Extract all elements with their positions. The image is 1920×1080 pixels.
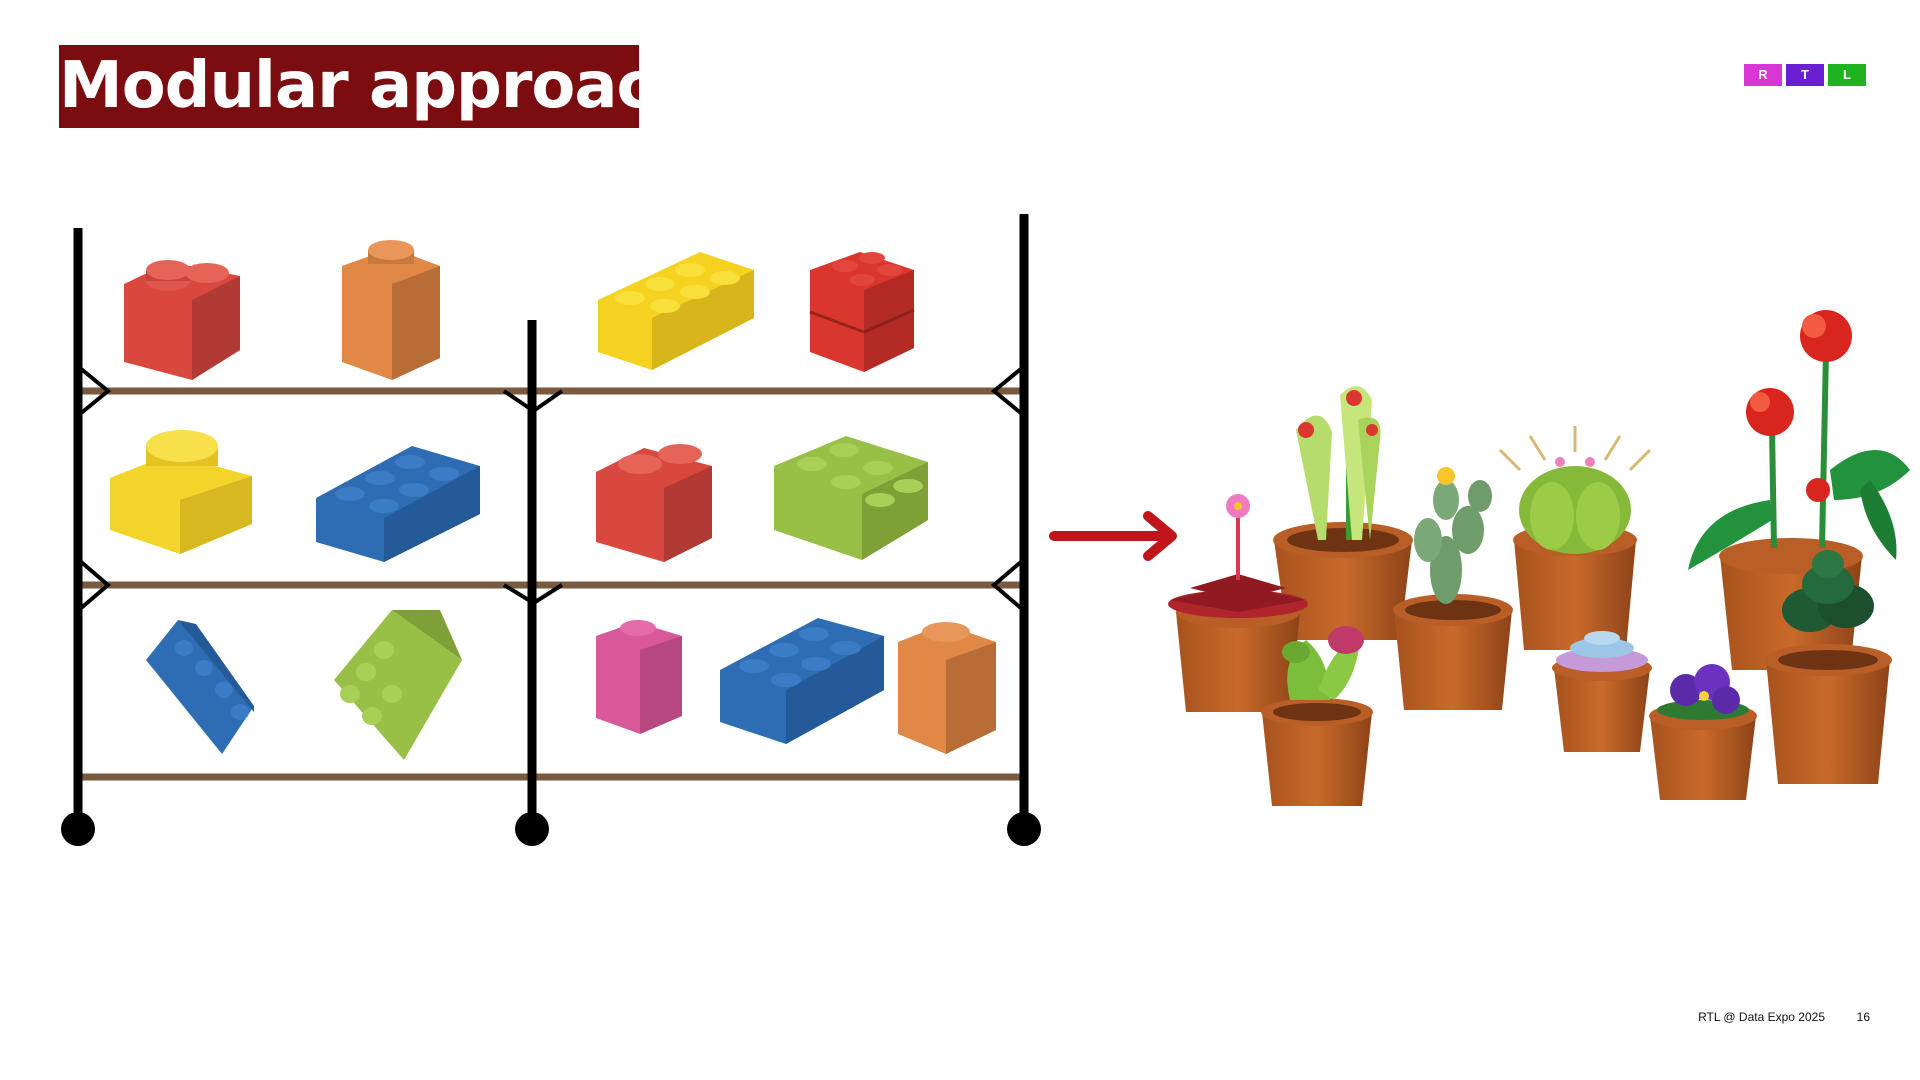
rack-wheels: [61, 812, 1041, 846]
green-tilted-brick: [334, 610, 462, 760]
pink-brick: [596, 620, 682, 734]
red-brick: [596, 444, 712, 562]
venus-flytrap-pot: [1261, 626, 1373, 806]
yellow-round-brick: [110, 430, 252, 554]
blue-tilted-brick: [146, 620, 254, 754]
green-brick: [774, 436, 928, 560]
slide-title: Modular approach: [59, 45, 699, 128]
orange-brick: [342, 240, 440, 380]
pitcher-plant-pot: [1273, 386, 1413, 640]
logo-tile-r: R: [1744, 64, 1782, 86]
footer-text: RTL @ Data Expo 2025: [1698, 1010, 1825, 1024]
violet-pot: [1649, 664, 1757, 800]
red-carnivorous-plant-pot: [1168, 494, 1308, 712]
red-brick: [124, 260, 240, 380]
logo-tile-t: T: [1786, 64, 1824, 86]
yellow-brick: [598, 252, 754, 370]
blue-brick: [316, 446, 480, 562]
succulent-pot: [1552, 631, 1652, 752]
footer: RTL @ Data Expo 2025 16: [1600, 1010, 1870, 1030]
round-cactus-pot: [1498, 426, 1652, 650]
red-double-brick: [809, 252, 915, 372]
orange-brick: [898, 622, 996, 754]
blue-brick: [720, 618, 884, 744]
rtl-logo: R T L: [1744, 64, 1866, 86]
shelf-boards: [80, 387, 1022, 781]
cactus-pot: [1393, 467, 1513, 710]
page-number: 16: [1856, 1010, 1870, 1024]
rack-frame: [73, 214, 1029, 826]
logo-tile-l: L: [1828, 64, 1866, 86]
dark-succulent-pot: [1764, 550, 1892, 784]
shelf-illustration: [61, 214, 1041, 846]
